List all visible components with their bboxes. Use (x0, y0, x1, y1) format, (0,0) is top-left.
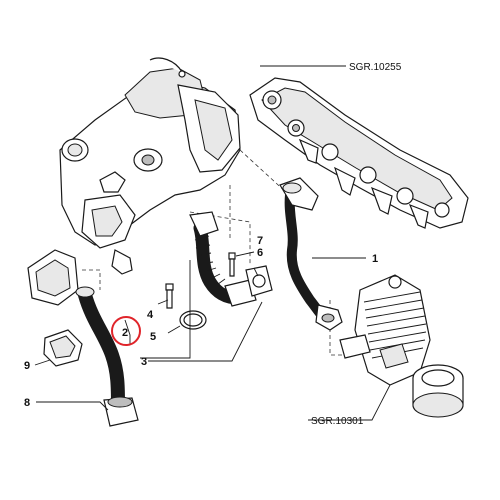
part-4-bolt (165, 283, 174, 309)
assembly-guide-lines (82, 149, 345, 356)
reference-code-top: SGR.10255 (349, 62, 402, 73)
callout-leaders (34, 65, 391, 421)
callout-4: 4 (147, 309, 154, 321)
part-5-o-ring (179, 310, 207, 330)
part-8-pipe (75, 286, 139, 427)
callout-1: 1 (372, 253, 378, 265)
part-6-gasket (245, 265, 273, 297)
reference-code-bottom: SGR.10301 (311, 416, 364, 427)
oil-cooler-assembly (339, 274, 464, 418)
callout-2: 2 (122, 327, 128, 339)
part-7-bolt (228, 252, 236, 277)
callout-9: 9 (24, 360, 30, 372)
part-3-corrugated-hose (189, 211, 257, 307)
callout-8: 8 (24, 397, 30, 409)
part-9-clip (43, 329, 83, 367)
callout-5: 5 (150, 331, 156, 343)
highlight-circle-callout-2 (111, 316, 141, 346)
intake-manifold (249, 77, 469, 229)
part-1-hose (279, 177, 343, 331)
callout-3: 3 (141, 356, 147, 368)
egr-module-assembly (27, 57, 241, 306)
callout-6: 6 (257, 247, 263, 259)
callout-7: 7 (257, 235, 263, 247)
